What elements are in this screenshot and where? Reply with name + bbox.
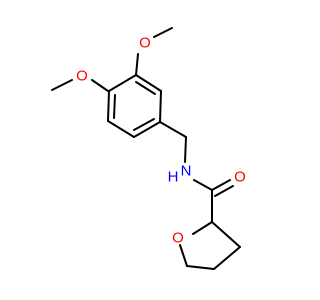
atom-o-carbonyl: O <box>234 169 246 186</box>
bond-o-left-ring <box>91 79 109 92</box>
bond-thf-c2-o <box>192 221 213 235</box>
bond-ring-2 <box>107 90 110 122</box>
molecule-structure: O O N H O O <box>51 27 246 270</box>
bond-ring-5 <box>159 90 162 123</box>
bond-ring-6 <box>135 74 162 92</box>
bond-ring-inner-1 <box>113 94 116 119</box>
bond-carbonyl-o-1 <box>211 179 231 191</box>
bond-carbonyl-o-2 <box>214 185 234 197</box>
atom-labels: O O N H O O <box>76 35 246 247</box>
bond-ring-ch2 <box>159 121 187 138</box>
bond-ch2-n <box>184 136 187 163</box>
bond-methyl-left-o <box>51 79 73 91</box>
atom-h-amide: H <box>168 169 179 186</box>
atom-o-methoxy-top: O <box>139 35 151 52</box>
atom-n-amide: N <box>181 163 192 180</box>
 <box>179 244 188 267</box>
atom-o-ring: O <box>172 230 184 247</box>
bond-methyl-top-o <box>153 27 173 38</box>
atom-o-methoxy-left: O <box>76 68 88 85</box>
bond-ring-3 <box>107 120 135 138</box>
bond-o-top-ring <box>135 53 139 76</box>
bond-ring-4 <box>133 121 161 138</box>
bond-ring-1 <box>108 74 137 92</box>
bond-thf-c4-c3 <box>213 246 241 270</box>
bond-thf-c5-c4 <box>186 265 215 270</box>
bond-ring-inner-3 <box>135 81 156 95</box>
bond-n-carbonyl <box>193 179 213 191</box>
bond-ring-inner-2 <box>133 118 155 131</box>
bond-thf-c3-c2 <box>211 221 241 248</box>
bonds <box>51 27 241 270</box>
